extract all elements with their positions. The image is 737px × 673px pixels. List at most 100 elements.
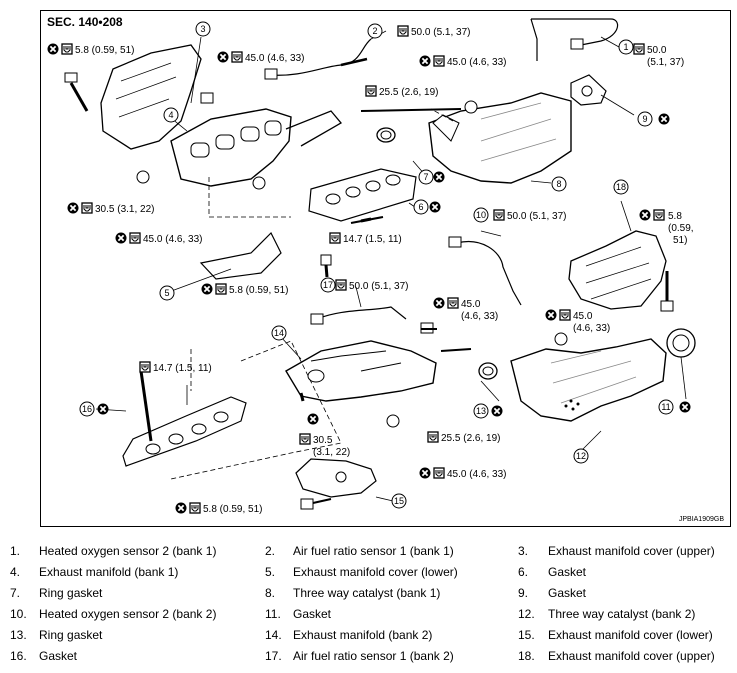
svg-text:14: 14 bbox=[274, 328, 284, 338]
torque-20: 5.8 (0.59, 51) bbox=[174, 501, 262, 515]
torque-14-label: 45.0 bbox=[461, 299, 481, 310]
callout-15: 15 bbox=[391, 493, 407, 509]
torque-10-label: 5.8 (0.59, 51) bbox=[229, 285, 288, 296]
gasket-bank2-outlet bbox=[666, 328, 696, 358]
torque-14: 45.0 (4.6, 33) bbox=[432, 296, 498, 322]
torque-18-label: 25.5 (2.6, 19) bbox=[441, 433, 500, 444]
torque-12-label-c: 51) bbox=[673, 235, 687, 246]
torque-2: 45.0 (4.6, 33) bbox=[216, 50, 304, 64]
torque-3: 50.0 (5.1, 37) bbox=[397, 25, 470, 38]
torque-7: 30.5 (3.1, 22) bbox=[66, 201, 154, 215]
torque-11: 50.0 (5.1, 37) bbox=[493, 209, 566, 222]
callout-2: 2 bbox=[367, 23, 383, 39]
exploded-diagram: 5.8 (0.59, 51) 45.0 (4.6, 33) 50.0 (5.1,… bbox=[40, 10, 731, 527]
torque-1-label: 5.8 (0.59, 51) bbox=[75, 45, 134, 56]
svg-text:5: 5 bbox=[164, 288, 169, 298]
torque-8-label: 45.0 (4.6, 33) bbox=[143, 234, 202, 245]
gasket-bank1-outlet bbox=[570, 74, 607, 106]
svg-text:10: 10 bbox=[476, 210, 486, 220]
callout-14: 14 bbox=[271, 325, 287, 341]
exhaust-manifold-bank1 bbox=[170, 108, 342, 187]
svg-text:12: 12 bbox=[576, 451, 586, 461]
heated-oxygen-sensor-2-bank1 bbox=[530, 18, 619, 61]
torque-16-label: 14.7 (1.5, 11) bbox=[153, 363, 212, 374]
svg-text:15: 15 bbox=[394, 496, 404, 506]
svg-text:8: 8 bbox=[556, 179, 561, 189]
torque-13: 50.0 (5.1, 37) bbox=[335, 279, 408, 292]
svg-text:4: 4 bbox=[168, 110, 173, 120]
callout-5: 5 bbox=[159, 285, 175, 301]
callout-11: 11 bbox=[658, 399, 674, 415]
torque-12-label-b: (0.59, bbox=[668, 223, 694, 234]
reference-code: JPBIA1909GB bbox=[678, 516, 724, 523]
torque-19-label: 45.0 (4.6, 33) bbox=[447, 469, 506, 480]
torque-4-label: 45.0 (4.6, 33) bbox=[447, 57, 506, 68]
torque-4: 45.0 (4.6, 33) bbox=[418, 54, 506, 68]
callout-18: 18 bbox=[613, 179, 629, 195]
torque-15-label: 45.0 bbox=[573, 311, 593, 322]
torque-15-label-b: (4.6, 33) bbox=[573, 323, 610, 334]
svg-text:7: 7 bbox=[423, 172, 428, 182]
torque-9: 14.7 (1.5, 11) bbox=[329, 232, 402, 245]
air-fuel-ratio-sensor-1-bank2 bbox=[310, 306, 407, 325]
torque-18: 25.5 (2.6, 19) bbox=[427, 431, 500, 444]
exhaust-manifold-bank2 bbox=[285, 340, 437, 402]
svg-text:18: 18 bbox=[616, 182, 626, 192]
callout-3: 3 bbox=[195, 21, 211, 37]
torque-6: 50.0 (5.1, 37) bbox=[633, 43, 684, 68]
torque-10: 5.8 (0.59, 51) bbox=[200, 282, 288, 296]
leader-lines bbox=[95, 30, 687, 502]
torque-6-label: 50.0 bbox=[647, 45, 667, 56]
torque-17-label-b: (3.1, 22) bbox=[313, 447, 350, 458]
torque-3-label: 50.0 (5.1, 37) bbox=[411, 27, 470, 38]
torque-11-label: 50.0 (5.1, 37) bbox=[507, 211, 566, 222]
exhaust-manifold-cover-upper-bank1 bbox=[100, 44, 202, 150]
callout-13: 13 bbox=[473, 403, 489, 419]
torque-5: 25.5 (2.6, 19) bbox=[365, 85, 438, 98]
callout-8: 8 bbox=[551, 176, 567, 192]
three-way-catalyst-bank1 bbox=[428, 92, 572, 184]
torque-16: 14.7 (1.5, 11) bbox=[139, 361, 212, 374]
callout-4: 4 bbox=[163, 107, 179, 123]
svg-text:2: 2 bbox=[372, 26, 377, 36]
svg-text:11: 11 bbox=[661, 402, 670, 412]
svg-text:6: 6 bbox=[418, 202, 423, 212]
three-way-catalyst-bank2 bbox=[510, 338, 667, 422]
callout-12: 12 bbox=[573, 448, 589, 464]
callout-9: 9 bbox=[637, 111, 653, 127]
exhaust-manifold-cover-upper-bank2 bbox=[568, 230, 667, 310]
torque-12-label: 5.8 bbox=[668, 211, 682, 222]
exhaust-manifold-cover-lower-bank1 bbox=[199, 231, 282, 280]
air-fuel-ratio-sensor-1-bank1 bbox=[264, 38, 372, 80]
callout-17: 17 bbox=[320, 277, 336, 293]
gasket-bank2 bbox=[122, 396, 247, 467]
torque-6-label-b: (5.1, 37) bbox=[647, 57, 684, 68]
callout-6: 6 bbox=[413, 199, 429, 215]
callout-7: 7 bbox=[418, 169, 434, 185]
torque-1: 5.8 (0.59, 51) bbox=[46, 42, 134, 56]
torque-17-label: 30.5 bbox=[313, 435, 333, 446]
torque-17: 30.5 (3.1, 22) bbox=[299, 412, 350, 458]
fasteners bbox=[64, 72, 674, 510]
callout-1: 1 bbox=[618, 39, 634, 55]
dashed-assembly-lines bbox=[170, 108, 454, 480]
svg-text:3: 3 bbox=[200, 24, 205, 34]
svg-text:13: 13 bbox=[476, 406, 486, 416]
svg-text:17: 17 bbox=[323, 280, 333, 290]
diagram-drawing: 5.8 (0.59, 51) 45.0 (4.6, 33) 50.0 (5.1,… bbox=[46, 18, 696, 515]
callout-16: 16 bbox=[79, 401, 95, 417]
svg-text:9: 9 bbox=[642, 114, 647, 124]
ring-gasket-bank2 bbox=[478, 362, 498, 380]
torque-13-label: 50.0 (5.1, 37) bbox=[349, 281, 408, 292]
torque-9-label: 14.7 (1.5, 11) bbox=[343, 234, 402, 245]
torque-19: 45.0 (4.6, 33) bbox=[418, 466, 506, 480]
heated-oxygen-sensor-2-bank2 bbox=[448, 236, 522, 306]
svg-text:1: 1 bbox=[623, 42, 628, 52]
gasket-bank1 bbox=[308, 168, 417, 222]
torque-20-label: 5.8 (0.59, 51) bbox=[203, 504, 262, 515]
svg-text:16: 16 bbox=[82, 404, 92, 414]
torque-14-label-b: (4.6, 33) bbox=[461, 311, 498, 322]
torque-2-label: 45.0 (4.6, 33) bbox=[245, 53, 304, 64]
exhaust-manifold-cover-lower-bank2 bbox=[295, 458, 377, 498]
callout-10: 10 bbox=[473, 207, 489, 223]
